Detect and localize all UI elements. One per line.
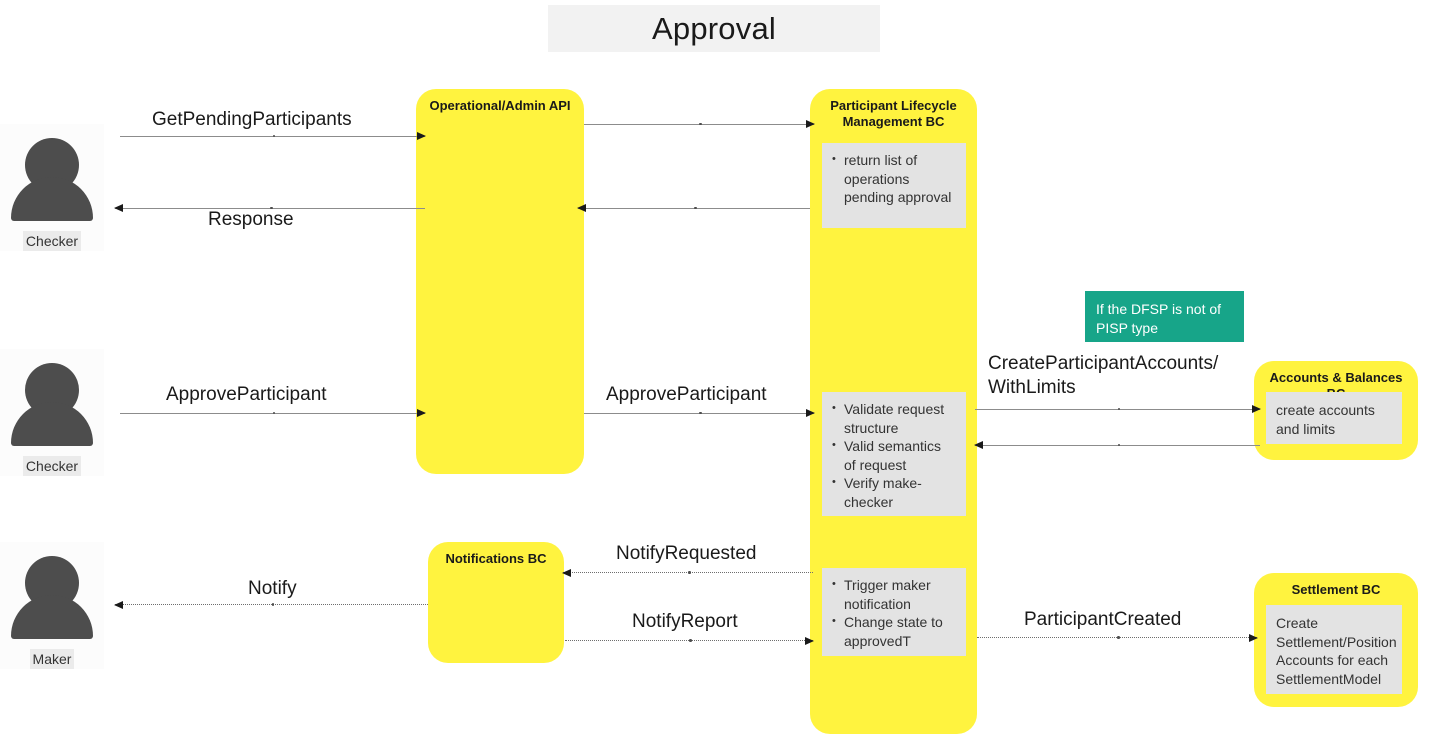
arrow-accounts-response bbox=[974, 441, 1260, 449]
message-label-create-participant-accounts: CreateParticipantAccounts/ WithLimits bbox=[988, 353, 1219, 398]
lifeline-operational-admin-api[interactable]: Operational/Admin API bbox=[416, 89, 584, 474]
note-item: Change state to approvedT bbox=[832, 612, 956, 650]
lifeline-title: Settlement BC bbox=[1291, 582, 1381, 597]
arrow-participant-created bbox=[977, 633, 1258, 642]
person-icon bbox=[0, 349, 104, 456]
message-label-get-pending-participants: GetPendingParticipants bbox=[152, 109, 352, 130]
actor-label: Checker bbox=[22, 456, 82, 476]
arrow-notify bbox=[114, 600, 428, 609]
lifeline-title: Notifications BC bbox=[445, 551, 547, 566]
note-validate: Validate request structure Valid semanti… bbox=[822, 392, 966, 516]
note-pending-approval: return list of operations pending approv… bbox=[822, 143, 966, 228]
actor-label: Checker bbox=[22, 231, 82, 251]
lifeline-title: Participant Lifecycle Management BC bbox=[830, 98, 957, 129]
note-text: create accounts and limits bbox=[1276, 402, 1375, 437]
person-icon bbox=[0, 542, 104, 649]
arrow-approve-participant bbox=[120, 409, 426, 417]
message-label-participant-created: ParticipantCreated bbox=[1024, 609, 1182, 630]
arrow-response-return bbox=[577, 204, 810, 212]
message-label-notify: Notify bbox=[248, 578, 297, 599]
message-label-approve-participant: ApproveParticipant bbox=[166, 384, 327, 405]
note-notify: Trigger maker notification Change state … bbox=[822, 568, 966, 656]
actor-maker: Maker bbox=[0, 542, 104, 669]
lifeline-notifications-bc[interactable]: Notifications BC bbox=[428, 542, 564, 663]
arrow-response bbox=[114, 204, 425, 212]
note-item: Trigger maker notification bbox=[832, 575, 956, 613]
note-item: Valid semantics of request bbox=[832, 436, 956, 474]
arrow-approve-participant-forward bbox=[584, 409, 815, 417]
note-text: Create Settlement/Position Accounts for … bbox=[1276, 615, 1397, 687]
arrow-get-pending-participants-forward bbox=[584, 120, 815, 128]
actor-checker-top: Checker bbox=[0, 124, 104, 251]
note-item: Verify make-checker bbox=[832, 473, 956, 511]
note-item: Validate request structure bbox=[832, 399, 956, 437]
arrow-notify-report bbox=[565, 636, 814, 645]
actor-checker-middle: Checker bbox=[0, 349, 104, 476]
condition-note-dfsp-pisp: If the DFSP is not of PISP type bbox=[1085, 291, 1244, 342]
message-label-notify-requested: NotifyRequested bbox=[616, 543, 757, 564]
message-label-notify-report: NotifyReport bbox=[632, 611, 738, 632]
arrow-create-participant-accounts bbox=[975, 405, 1261, 413]
condition-note-text: If the DFSP is not of PISP type bbox=[1096, 301, 1222, 336]
message-label-approve-participant-forward: ApproveParticipant bbox=[606, 384, 767, 405]
message-label-response: Response bbox=[208, 209, 294, 230]
note-accounts: create accounts and limits bbox=[1266, 392, 1402, 444]
person-icon bbox=[0, 124, 104, 231]
arrow-notify-requested bbox=[562, 568, 813, 577]
arrow-get-pending-participants bbox=[120, 132, 426, 140]
note-settlement: Create Settlement/Position Accounts for … bbox=[1266, 605, 1402, 694]
note-item: return list of operations pending approv… bbox=[832, 150, 956, 207]
lifeline-title: Operational/Admin API bbox=[429, 98, 571, 113]
page-title: Approval bbox=[548, 5, 880, 52]
actor-label: Maker bbox=[29, 649, 75, 669]
